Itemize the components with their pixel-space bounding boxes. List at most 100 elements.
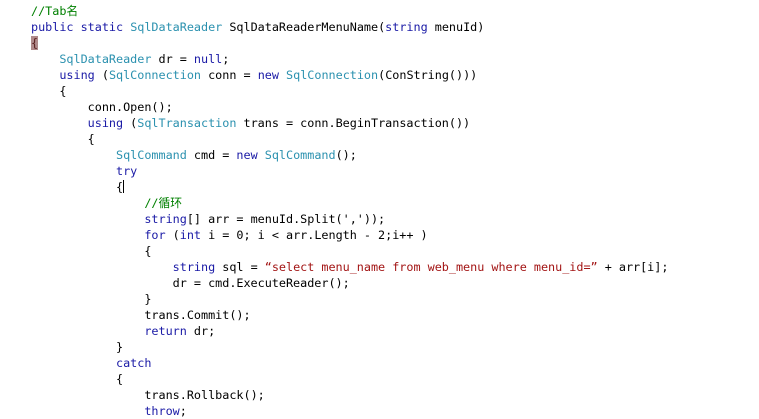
code-token: SqlDataReaderMenuName( (222, 20, 386, 34)
indent (31, 404, 144, 418)
code-line[interactable]: public static SqlDataReader SqlDataReade… (31, 19, 668, 35)
code-line[interactable]: SqlCommand cmd = new SqlCommand(); (31, 147, 668, 163)
matching-brace-highlight: { (31, 36, 39, 50)
code-line[interactable]: } (31, 291, 668, 307)
indent (31, 100, 88, 114)
code-line[interactable]: using (SqlConnection conn = new SqlConne… (31, 67, 668, 83)
keyword-token: string (172, 260, 216, 274)
keyword-token: string (385, 20, 428, 34)
code-line[interactable]: { (31, 243, 668, 259)
code-token: { (144, 244, 152, 258)
code-token: dr = (151, 52, 194, 66)
code-token: i = 0; i < arr.Length - 2;i++ ) (201, 228, 428, 242)
keyword-token: static (80, 20, 124, 34)
code-token: dr = cmd.ExecuteReader(); (172, 276, 350, 290)
code-line[interactable]: { (31, 131, 668, 147)
keyword-token: for (144, 228, 166, 242)
code-token: { (59, 84, 67, 98)
code-token: } (144, 292, 152, 306)
code-line[interactable]: { (31, 83, 668, 99)
code-token: + arr[i]; (597, 260, 669, 274)
keyword-token: string (144, 212, 187, 226)
code-line[interactable]: string[] arr = menuId.Split(',')); (31, 211, 668, 227)
code-token: } (116, 340, 124, 354)
type-token: SqlDataReader (130, 20, 223, 34)
indent (31, 132, 88, 146)
code-line[interactable]: for (int i = 0; i < arr.Length - 2;i++ ) (31, 227, 668, 243)
code-token (279, 68, 286, 82)
keyword-token: return (144, 324, 187, 338)
indent (31, 340, 116, 354)
code-line[interactable]: { (31, 371, 668, 387)
code-token: { (116, 180, 124, 194)
code-line[interactable]: try (31, 163, 668, 179)
code-token: (ConString())) (378, 68, 478, 82)
code-token: conn.Open(); (87, 100, 173, 114)
code-token (74, 20, 81, 34)
keyword-token: null (193, 52, 223, 66)
code-token: [] arr = menuId.Split(',')); (186, 212, 386, 226)
indent (31, 244, 144, 258)
code-line[interactable]: { (31, 35, 668, 51)
keyword-token: int (179, 228, 201, 242)
code-token: (); (335, 148, 357, 162)
indent (31, 324, 144, 338)
code-token: trans.Commit(); (144, 308, 251, 322)
type-token: SqlTransaction (137, 116, 237, 130)
keyword-token: new (236, 148, 258, 162)
code-token: ( (123, 116, 138, 130)
code-line[interactable]: dr = cmd.ExecuteReader(); (31, 275, 668, 291)
code-token: ( (94, 68, 109, 82)
type-token: SqlCommand (116, 148, 187, 162)
code-token: menuId) (427, 20, 485, 34)
indent (31, 52, 59, 66)
indent (31, 228, 144, 242)
indent (31, 196, 144, 210)
code-line[interactable]: //Tab名 (31, 3, 668, 19)
keyword-token: using (87, 116, 124, 130)
indent (31, 212, 144, 226)
code-line[interactable]: { (31, 179, 668, 195)
indent (31, 164, 116, 178)
keyword-token: new (257, 68, 279, 82)
type-token: SqlConnection (286, 68, 379, 82)
indent (31, 388, 144, 402)
type-token: SqlConnection (108, 68, 202, 82)
comment-token: //Tab名 (31, 4, 79, 18)
indent (31, 260, 173, 274)
indent (31, 308, 144, 322)
string-token: “select menu_name from web_menu where me… (264, 260, 598, 274)
keyword-token: public (31, 20, 74, 34)
indent (31, 292, 144, 306)
keyword-token: throw (144, 404, 180, 418)
comment-token: //循环 (144, 196, 183, 210)
code-token: { (116, 372, 124, 386)
indent (31, 180, 116, 194)
keyword-token: try (116, 164, 138, 178)
code-line[interactable]: conn.Open(); (31, 99, 668, 115)
code-line[interactable]: SqlDataReader dr = null; (31, 51, 668, 67)
text-caret (123, 180, 125, 193)
code-line[interactable]: trans.Rollback(); (31, 387, 668, 403)
code-line[interactable]: catch (31, 355, 668, 371)
code-line[interactable]: trans.Commit(); (31, 307, 668, 323)
keyword-token: catch (116, 356, 152, 370)
indent (31, 148, 116, 162)
code-line[interactable]: using (SqlTransaction trans = conn.Begin… (31, 115, 668, 131)
code-token: { (87, 132, 95, 146)
indent (31, 116, 88, 130)
code-token: dr; (186, 324, 216, 338)
code-token: sql = (215, 260, 265, 274)
type-token: SqlDataReader (59, 52, 152, 66)
code-token: ; (179, 404, 187, 418)
indent (31, 68, 59, 82)
code-line[interactable]: string sql = “select menu_name from web_… (31, 259, 669, 275)
code-line[interactable]: throw; (31, 403, 668, 419)
code-line[interactable]: return dr; (31, 323, 668, 339)
indent (31, 84, 59, 98)
code-token (258, 148, 265, 162)
code-line[interactable]: } (31, 339, 668, 355)
code-line[interactable]: //循环 (31, 195, 668, 211)
